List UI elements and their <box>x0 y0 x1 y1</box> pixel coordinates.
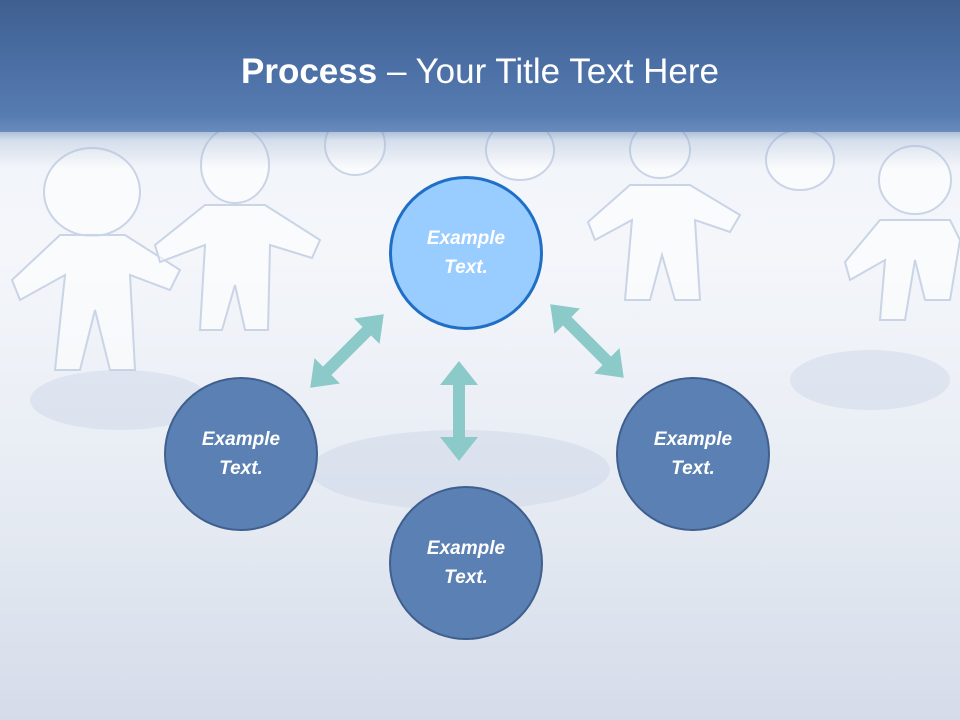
slide-title: Process – Your Title Text Here <box>0 52 960 92</box>
title-bar-fade <box>0 118 960 168</box>
node-center: Example Text. <box>389 176 543 330</box>
node-right-label: Example Text. <box>653 429 733 479</box>
title-bar <box>0 0 960 132</box>
node-right: Example Text. <box>616 377 770 531</box>
node-left: Example Text. <box>164 377 318 531</box>
slide-title-rest: – Your Title Text Here <box>377 52 719 91</box>
double-arrow-left-icon <box>310 314 384 388</box>
double-arrow-right-icon <box>550 304 624 378</box>
node-bottom: Example Text. <box>389 486 543 640</box>
node-left-label: Example Text. <box>201 429 281 479</box>
slide-title-bold: Process <box>241 52 378 91</box>
double-arrow-vertical-icon <box>440 361 478 461</box>
node-bottom-label: Example Text. <box>426 538 506 588</box>
node-center-label: Example Text. <box>426 228 506 278</box>
